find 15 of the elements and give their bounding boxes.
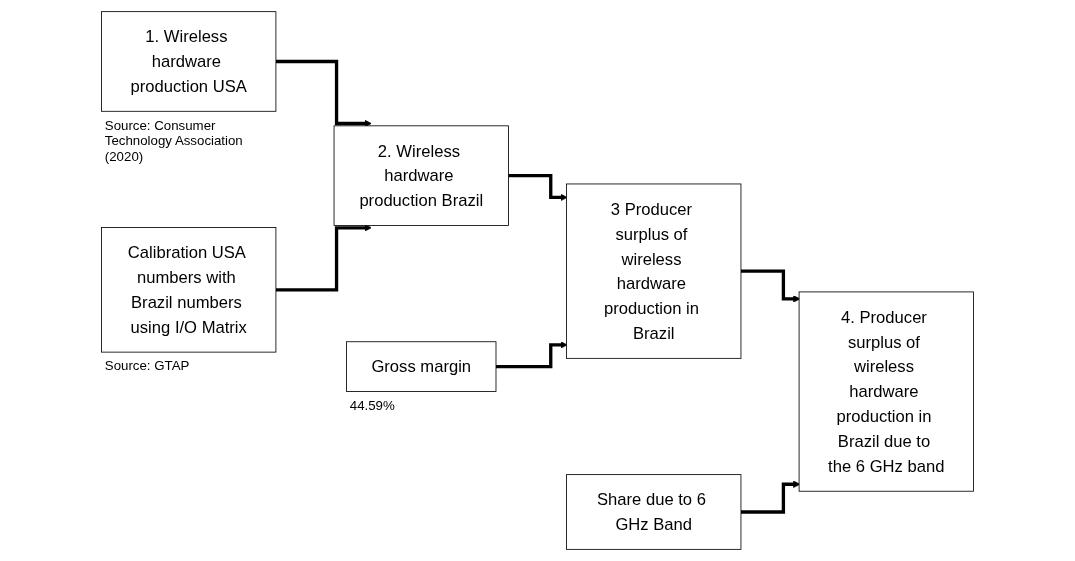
node-box: 2. Wireless hardware production Brazil (333, 125, 509, 226)
arrow (496, 341, 568, 369)
arrow (740, 480, 801, 514)
node-box: Gross margin (346, 341, 497, 392)
node-box: 1. Wireless hardware production USA (101, 11, 277, 112)
source-note: Source: GTAP (104, 358, 190, 374)
node-box: Calibration USA numbers with Brazil numbers using I/O Matrix (101, 227, 277, 353)
arrow (740, 269, 801, 303)
node-box: Share due to 6 GHz Band (566, 474, 742, 550)
arrow (275, 224, 372, 292)
arrow (508, 174, 568, 202)
source-note: Source: Consumer Technology Association (2020) (104, 117, 243, 165)
node-box: 4. Producer surplus of wireless hardware production in Brazil due to the 6 GHz band (798, 291, 974, 492)
source-note: 44.59% (349, 397, 395, 413)
node-box: 3 Producer surplus of wireless hardware production in Brazil (566, 183, 742, 359)
